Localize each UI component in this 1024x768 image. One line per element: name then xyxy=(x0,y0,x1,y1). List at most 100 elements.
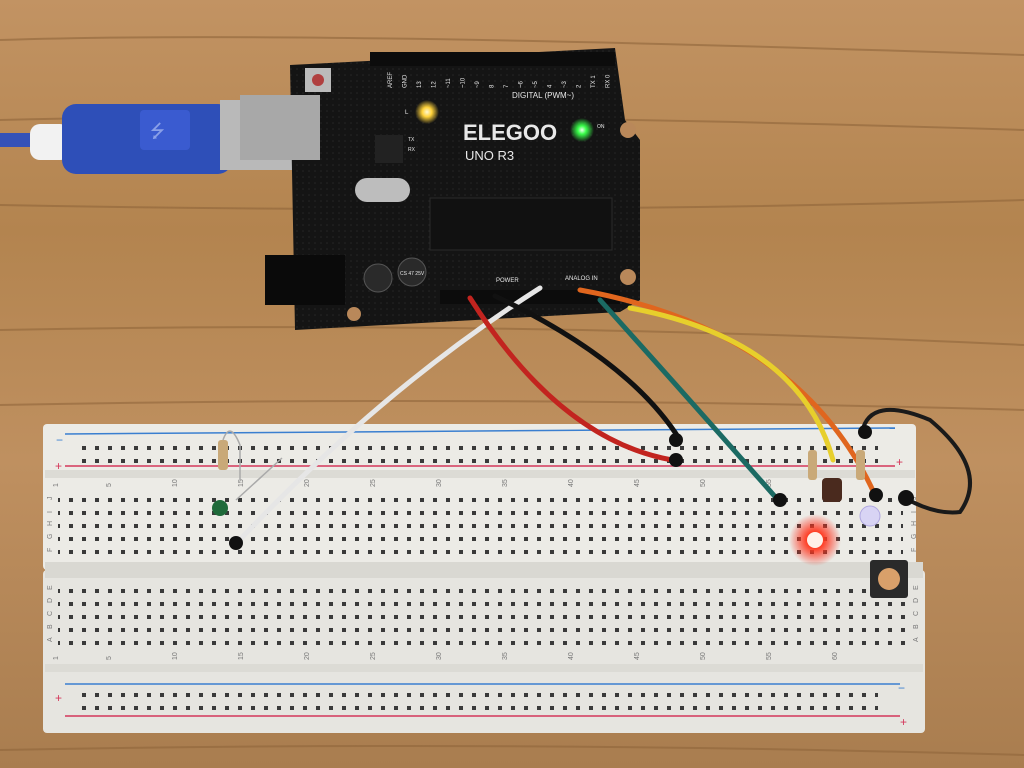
usb-b-port xyxy=(240,95,320,160)
pin-labels: AREF GND 13 12 ~11 ~10 ~9 8 7 ~6 ~5 4 ~3 2 TX 1 RX 0 xyxy=(388,72,612,88)
breadboard-label: 5 xyxy=(106,483,113,487)
breadboard-labels: 1155101015152020252530303535404045455050… xyxy=(47,479,920,660)
breadboard-label: 30 xyxy=(436,479,443,487)
pin-label: ~9 xyxy=(475,80,481,88)
rail-minus-label: − xyxy=(898,681,905,695)
breadboard-label: 10 xyxy=(172,479,179,487)
breadboard-label: B xyxy=(47,624,54,629)
breadboard-label: 10 xyxy=(172,652,179,660)
breadboard-label: C xyxy=(913,611,920,616)
usb-symbol-icon: ⭍ xyxy=(150,121,165,142)
breadboard-label: 25 xyxy=(370,479,377,487)
pin-label: 8 xyxy=(490,84,496,88)
phototransistor xyxy=(212,500,228,516)
digital-header xyxy=(370,52,615,66)
resistor xyxy=(218,440,228,470)
breadboard-label: B xyxy=(913,624,920,629)
breadboard-label: 20 xyxy=(304,652,311,660)
rail-line-blue xyxy=(64,427,896,435)
rail-plus-label: + xyxy=(900,715,907,729)
ir-led xyxy=(859,505,881,527)
arduino-uno-board: CS 47 25V ELEGOO UNO R3 DIGITAL (PWM~) P… xyxy=(240,48,640,330)
breadboard-label: 40 xyxy=(568,652,575,660)
capacitor xyxy=(397,257,427,287)
pin-label: GND xyxy=(403,74,409,88)
dc-jack xyxy=(265,255,345,305)
capacitor xyxy=(363,263,393,293)
brand-logo: ELEGOO xyxy=(463,120,557,145)
breadboard-label: 50 xyxy=(700,479,707,487)
wire-yellow xyxy=(627,305,836,463)
analog-label: ANALOG IN xyxy=(565,276,598,282)
breadboard-label: 5 xyxy=(106,656,113,660)
pin-label: ~3 xyxy=(562,80,568,88)
pin-label: 12 xyxy=(432,81,438,88)
breadboard-label: 45 xyxy=(634,479,641,487)
breadboard-label: H xyxy=(47,521,54,526)
breadboard-label: I xyxy=(911,511,918,513)
pin-label: 13 xyxy=(417,81,423,88)
breadboard-label: 55 xyxy=(766,479,773,487)
crystal xyxy=(355,178,410,202)
breadboard-label: F xyxy=(911,548,918,552)
wire-teal xyxy=(597,297,781,503)
breadboard-label: 30 xyxy=(436,652,443,660)
breadboard-label: 1 xyxy=(53,483,60,487)
model-label: UNO R3 xyxy=(465,148,514,163)
led-l-yellow xyxy=(415,100,439,124)
breadboard-label: A xyxy=(913,637,920,642)
resistor xyxy=(856,450,865,480)
microcontroller-chip xyxy=(429,197,613,251)
breadboard-label: 50 xyxy=(700,652,707,660)
breadboard-label: A xyxy=(47,637,54,642)
power-label: POWER xyxy=(496,278,519,284)
pin-label: ~5 xyxy=(533,80,539,88)
l-label: L xyxy=(405,110,409,116)
breadboard-label: 20 xyxy=(304,479,311,487)
breadboard-label: 45 xyxy=(634,652,641,660)
breadboard-label: G xyxy=(911,534,918,539)
led-on-green xyxy=(570,118,594,142)
breadboard-label: D xyxy=(47,598,54,603)
wire-black-loop xyxy=(860,407,972,515)
breadboard-label: 1 xyxy=(53,656,60,660)
pin-label: 2 xyxy=(577,84,583,88)
pin-label: AREF xyxy=(388,72,394,88)
resistor xyxy=(808,450,817,480)
pin-label: ~11 xyxy=(446,78,452,88)
transistor xyxy=(822,478,842,502)
breadboard-label: 35 xyxy=(502,652,509,660)
breadboard-label: 25 xyxy=(370,652,377,660)
breadboard-label: 40 xyxy=(568,479,575,487)
breadboard-label: 55 xyxy=(766,652,773,660)
rail-plus-label: + xyxy=(896,455,903,469)
breadboard-label: 15 xyxy=(238,652,245,660)
breadboard: − + + − + + 1155101015152020252530303535… xyxy=(43,424,925,733)
rail-plus-label: + xyxy=(55,691,62,705)
wire-black xyxy=(492,293,683,443)
breadboard-label: D xyxy=(913,598,920,603)
breadboard-label: H xyxy=(911,521,918,526)
wire-red xyxy=(467,295,675,463)
on-label: ON xyxy=(597,124,605,130)
jumper-wires xyxy=(232,285,972,548)
breadboard-label: E xyxy=(47,585,54,590)
digital-label: DIGITAL (PWM~) xyxy=(512,91,574,100)
pin-label: 4 xyxy=(548,84,554,88)
pin-label: RX 0 xyxy=(606,74,612,88)
pin-label: ~10 xyxy=(461,77,467,88)
breadboard-label: G xyxy=(47,534,54,539)
capacitor-label: CS 47 25V xyxy=(400,271,425,277)
rail-minus-label: − xyxy=(56,433,63,447)
usb-chip xyxy=(375,135,403,163)
rail-plus-label: + xyxy=(55,459,62,473)
wire-white xyxy=(232,285,543,548)
pin-label: 7 xyxy=(504,84,510,88)
breadboard-label: I xyxy=(47,511,54,513)
breadboard-label: C xyxy=(47,611,54,616)
components xyxy=(212,425,914,598)
breadboard-label: E xyxy=(913,585,920,590)
pin-label: TX 1 xyxy=(591,75,597,88)
pin-label: ~6 xyxy=(519,80,525,88)
